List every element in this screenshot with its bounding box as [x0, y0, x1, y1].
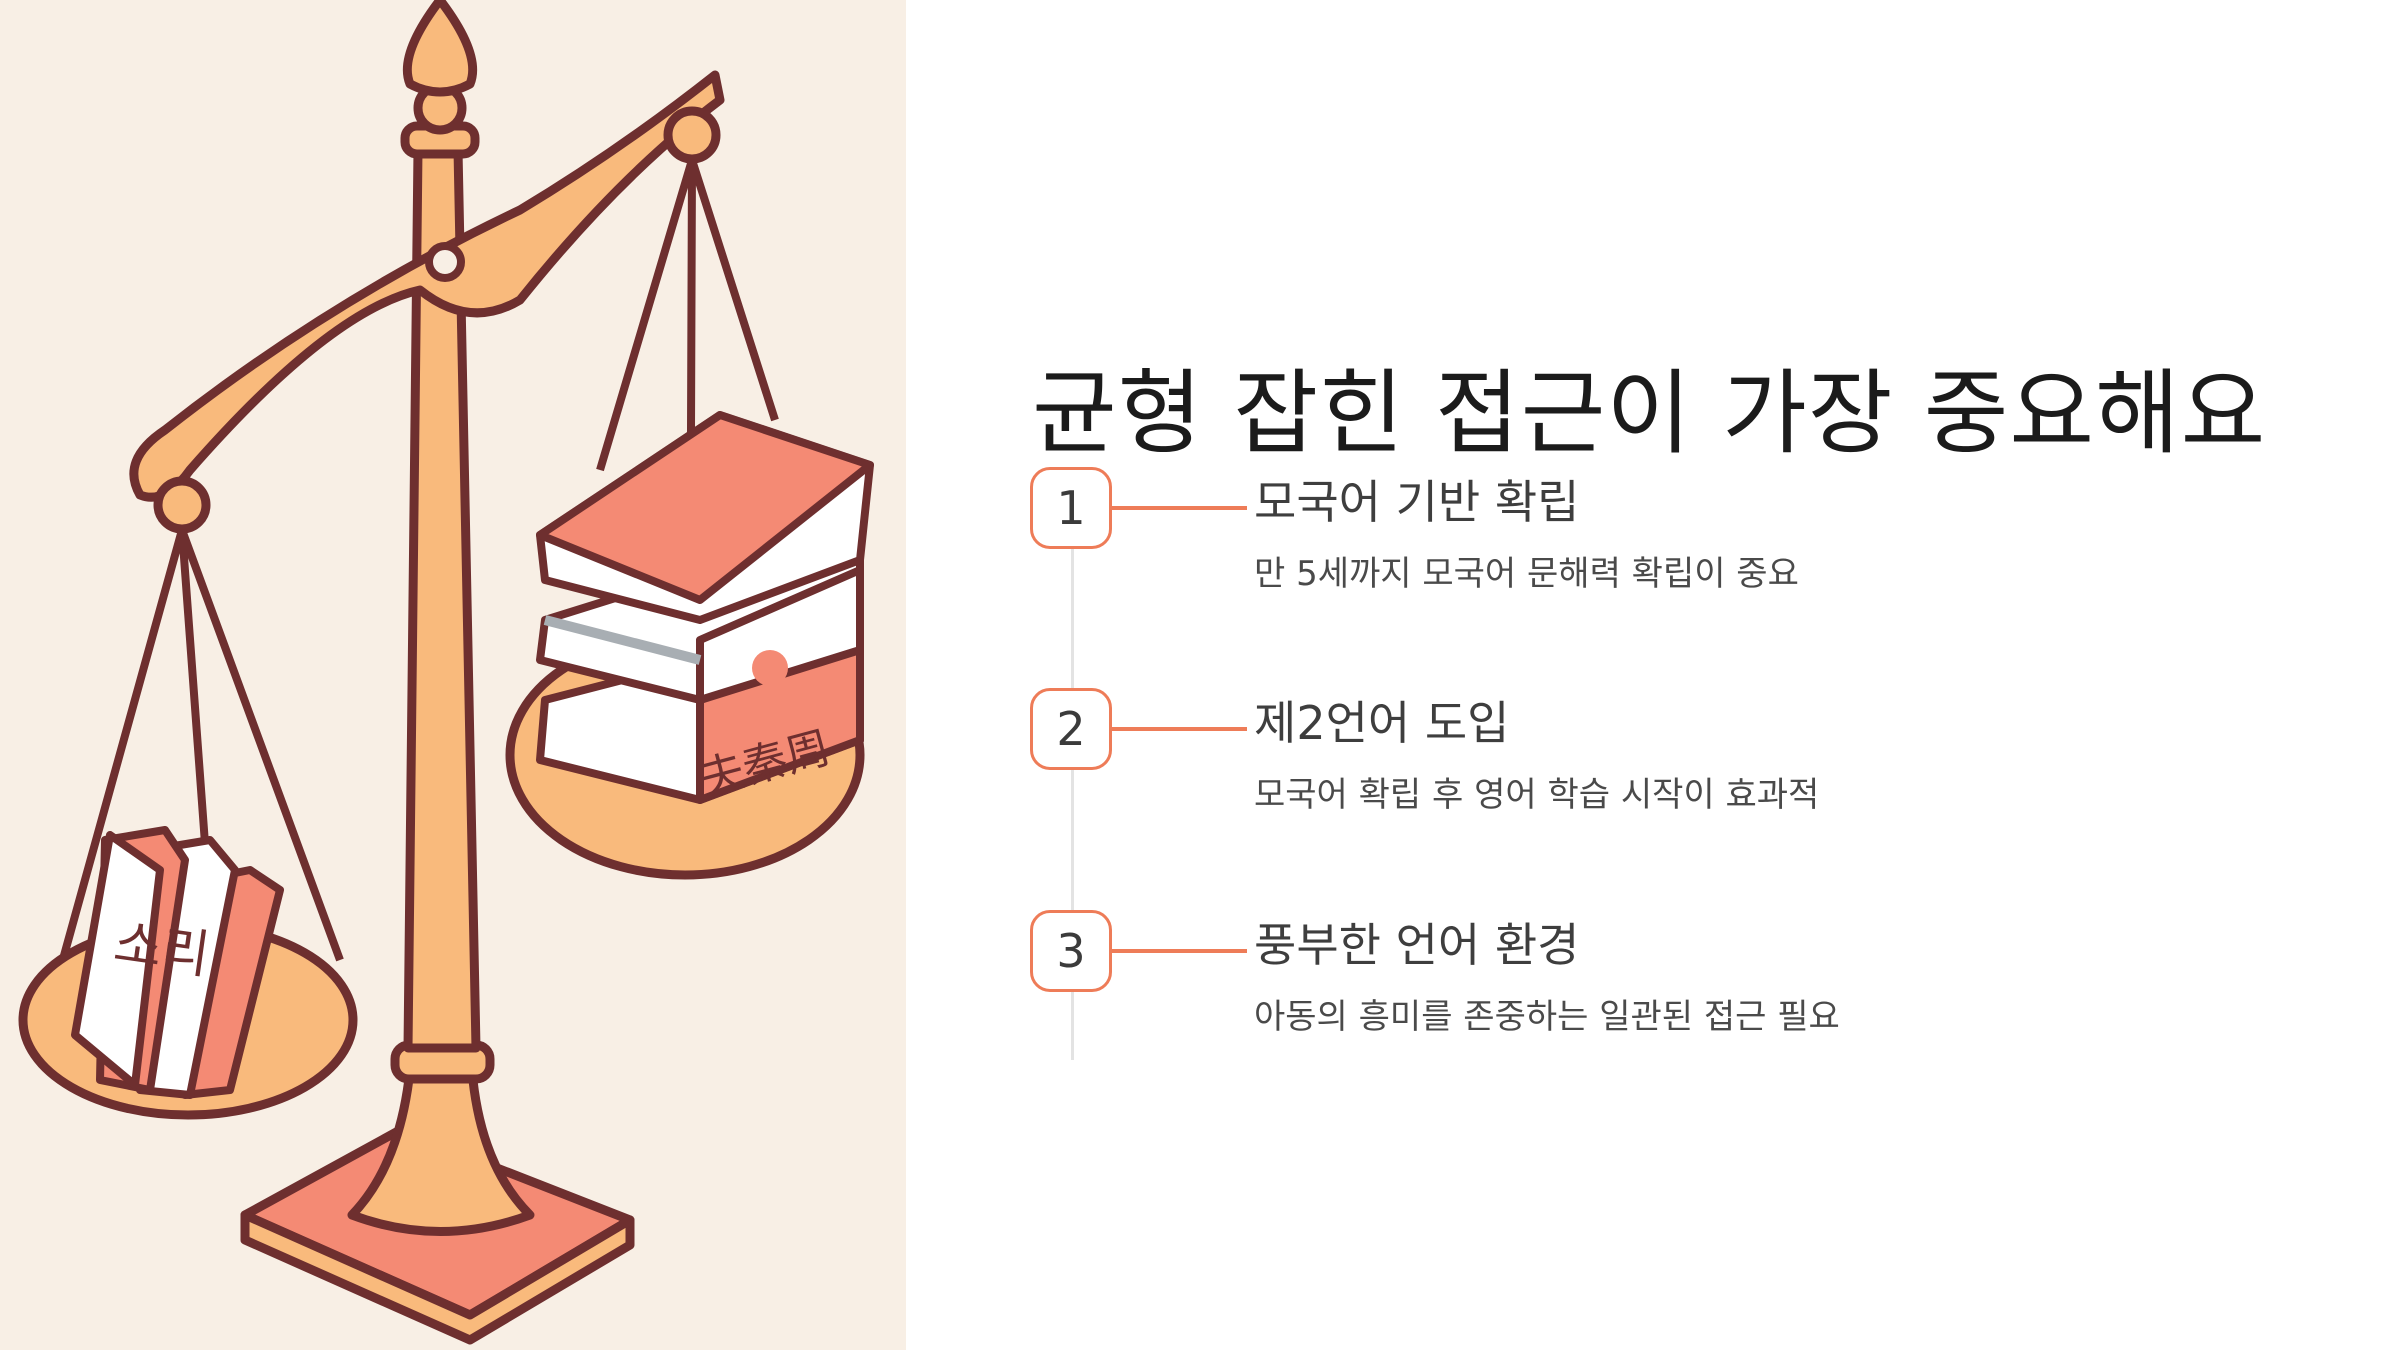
slide-title: 균형 잡힌 접근이 가장 중요해요	[1032, 359, 2267, 467]
step-3: 3 풍부한 언어 환경 아동의 흥미를 존중하는 일관된 접근 필요	[1030, 910, 2330, 1110]
step-title: 모국어 기반 확립	[1254, 475, 1580, 529]
step-description: 만 5세까지 모국어 문해력 확립이 중요	[1254, 554, 1799, 594]
step-1: 1 모국어 기반 확립 만 5세까지 모국어 문해력 확립이 중요	[1030, 467, 2330, 667]
balance-scale-illustration: 소리 夫秦周	[0, 0, 906, 1350]
step-connector	[1112, 727, 1247, 731]
left-book-spine-text: 소리	[110, 913, 213, 986]
step-connector	[1112, 949, 1247, 953]
timeline-line	[1071, 540, 1074, 1060]
step-title: 제2언어 도입	[1254, 696, 1510, 750]
step-connector	[1112, 506, 1247, 510]
step-2: 2 제2언어 도입 모국어 확립 후 영어 학습 시작이 효과적	[1030, 688, 2330, 888]
balance-scale-icon: 소리 夫秦周	[18, 0, 874, 1345]
step-description: 모국어 확립 후 영어 학습 시작이 효과적	[1254, 775, 1820, 815]
step-number-badge: 3	[1030, 910, 1112, 992]
step-number-badge: 2	[1030, 688, 1112, 770]
step-title: 풍부한 언어 환경	[1254, 918, 1580, 972]
step-description: 아동의 흥미를 존중하는 일관된 접근 필요	[1254, 997, 1840, 1037]
step-number-badge: 1	[1030, 467, 1112, 549]
